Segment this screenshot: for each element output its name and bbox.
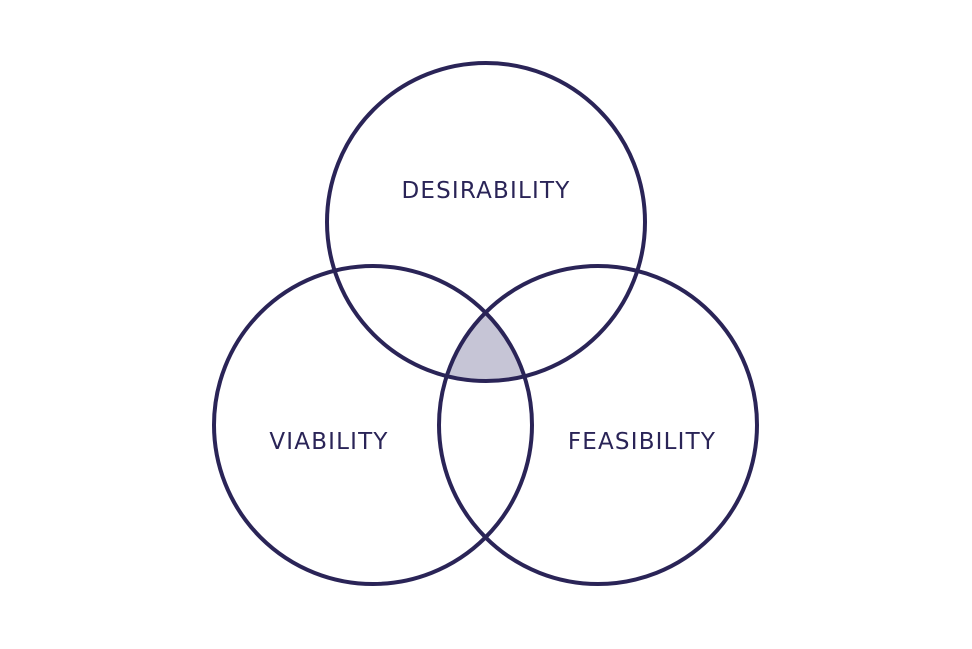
viability-circle	[212, 264, 534, 586]
viability-label: VIABILITY	[269, 429, 388, 455]
feasibility-circle	[437, 264, 759, 586]
feasibility-label: FEASIBILITY	[568, 429, 716, 455]
desirability-circle	[325, 61, 647, 383]
desirability-label: DESIRABILITY	[401, 178, 570, 204]
